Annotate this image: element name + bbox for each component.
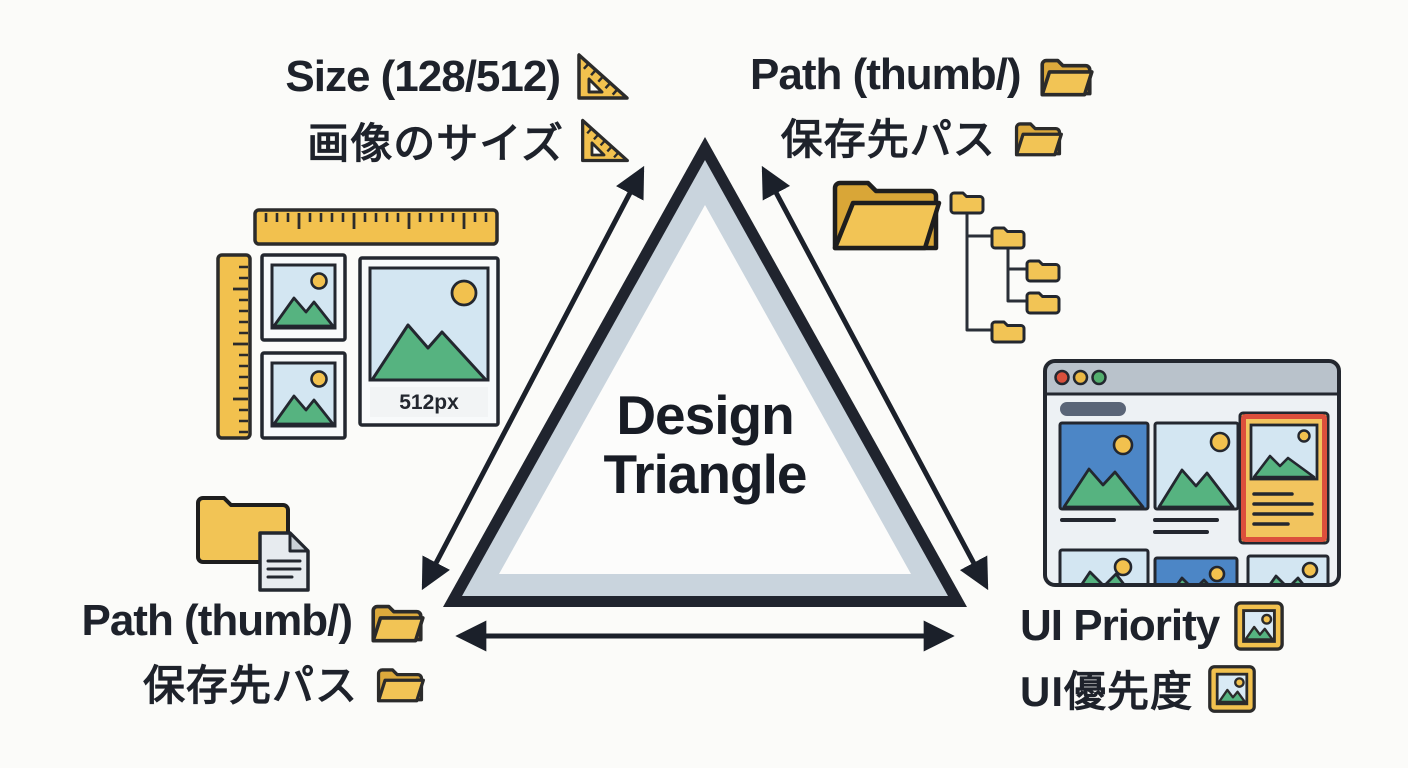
folder-document-illustration (196, 496, 310, 592)
browser-illustration (1043, 359, 1341, 587)
corner-top-right-label-en: Path (thumb/) (750, 50, 1022, 99)
corner-bottom-right-label-ja: UI優先度 (1020, 668, 1194, 715)
corner-top-left-en-row: Size (128/512) (285, 50, 632, 104)
corner-top-left-ja-row: 画像のサイズ (307, 110, 632, 171)
open-folder-icon (376, 667, 425, 702)
small-image-thumbnail (260, 351, 347, 440)
open-folder-icon (1039, 58, 1094, 97)
open-folder-icon (1014, 121, 1063, 156)
corner-bottom-left-en-row: Path (thumb/) (81, 596, 428, 646)
highlighted-card (1238, 411, 1330, 545)
traffic-light-yellow-icon (1072, 369, 1089, 386)
tree-folder (990, 320, 1026, 344)
tree-folder (1025, 259, 1061, 283)
picture-icon (1208, 664, 1256, 713)
size-illustration: 512px (216, 208, 500, 440)
right-side-arrow (761, 165, 989, 591)
corner-top-right: Path (thumb/) 保存先パス (750, 50, 1097, 167)
corner-top-right-ja-row: 保存先パス (781, 106, 1066, 167)
corner-top-right-label-ja: 保存先パス (780, 116, 996, 163)
vertical-ruler (216, 253, 252, 440)
image-card (1058, 421, 1150, 522)
corner-top-left-label-ja: 画像のサイズ (307, 120, 564, 167)
folder-tree-illustration (832, 180, 1061, 344)
address-bar (1060, 402, 1126, 416)
large-image-caption: 512px (399, 391, 459, 414)
small-image-thumbnail (260, 253, 347, 342)
large-image-thumbnail: 512px (358, 256, 500, 427)
corner-top-left: Size (128/512) 画像のサイズ (285, 50, 632, 171)
tree-folder (990, 226, 1026, 250)
corner-bottom-left: Path (thumb/) 保存先パス (81, 596, 428, 713)
document-icon (258, 531, 310, 592)
corner-top-right-en-row: Path (thumb/) (750, 50, 1097, 100)
image-card (1153, 421, 1240, 534)
triangle-title: Design Triangle (603, 384, 808, 506)
set-square-icon (581, 118, 629, 162)
open-folder-icon (371, 604, 425, 643)
tree-folder-root (949, 191, 985, 215)
corner-bottom-right-ja-row: UI優先度 (1020, 658, 1257, 719)
corner-bottom-left-label-ja: 保存先パス (142, 662, 358, 709)
corner-bottom-left-label-en: Path (thumb/) (81, 596, 353, 645)
corner-bottom-right: UI Priority UI優先度 (1020, 600, 1285, 719)
horizontal-ruler (253, 208, 499, 246)
open-folder (832, 180, 942, 251)
set-square-icon (577, 53, 629, 100)
picture-icon (1234, 601, 1285, 651)
image-card (1058, 548, 1150, 584)
corner-bottom-left-ja-row: 保存先パス (143, 652, 428, 713)
browser-titlebar (1043, 359, 1341, 396)
traffic-light-green-icon (1091, 369, 1107, 386)
folder-tree (949, 191, 1061, 344)
browser-frame (1043, 359, 1341, 587)
left-side-arrow (421, 165, 645, 591)
corner-bottom-right-label-en: UI Priority (1020, 601, 1220, 650)
corner-top-left-label-en: Size (128/512) (285, 52, 561, 101)
traffic-light-red-icon (1054, 369, 1070, 386)
corner-bottom-right-en-row: UI Priority (1020, 600, 1285, 652)
tree-folder (1025, 291, 1061, 315)
